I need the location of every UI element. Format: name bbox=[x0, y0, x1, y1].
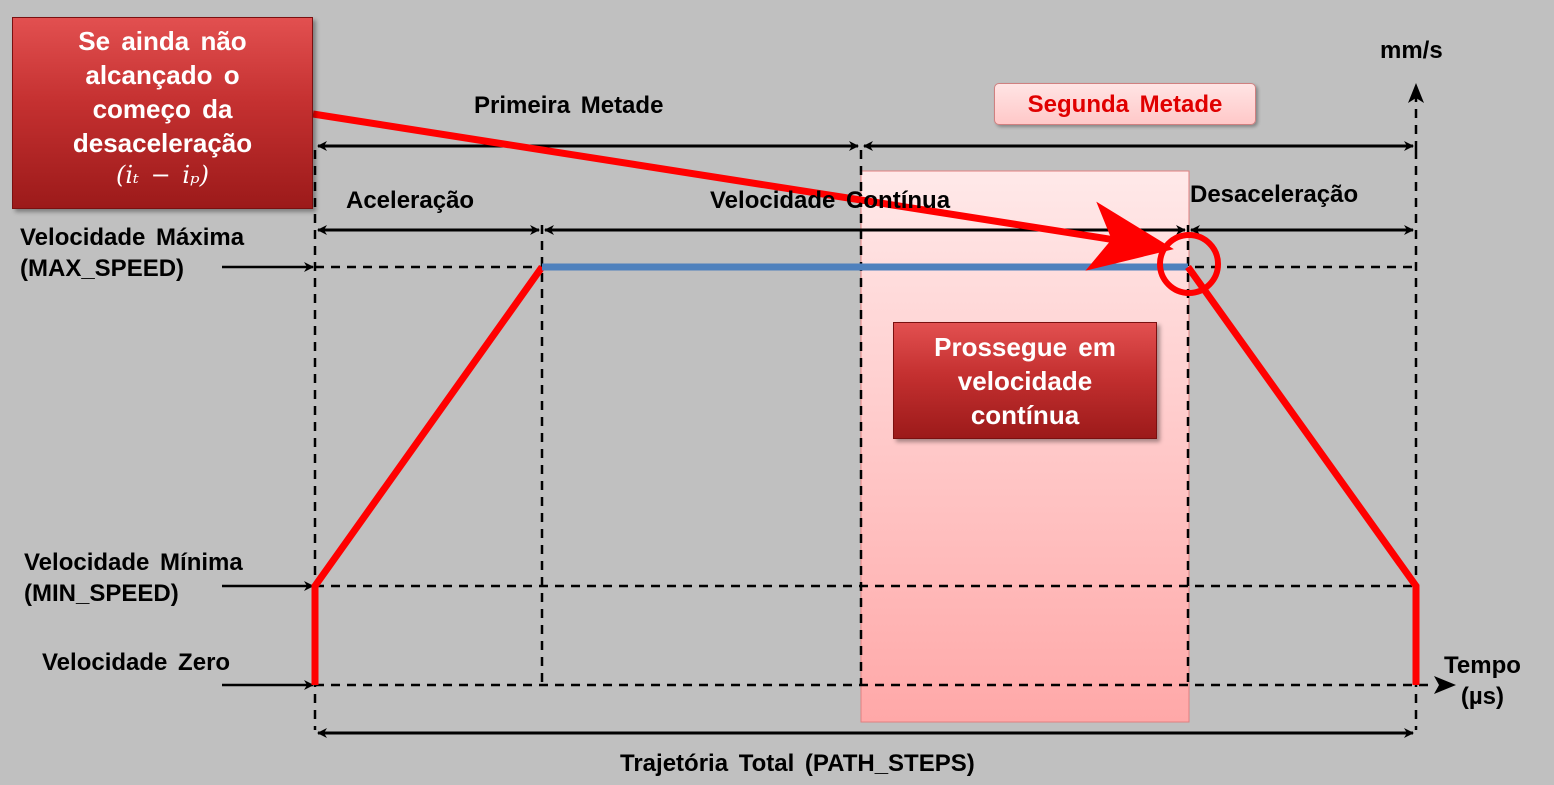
x-axis-label: Tempo (µs) bbox=[1444, 650, 1521, 712]
continuous-speed-box: Prossegue em velocidade contínua bbox=[893, 322, 1157, 439]
total-path-label: Trajetória Total (PATH_STEPS) bbox=[620, 750, 975, 777]
zero-speed-label: Velocidade Zero bbox=[42, 649, 231, 676]
callout-pointer-arrow bbox=[312, 110, 1174, 271]
continuous-box-line: contínua bbox=[970, 400, 1080, 430]
callout-line: começo da bbox=[92, 94, 233, 124]
min-speed-label-line2: (MIN_SPEED) bbox=[24, 580, 179, 608]
callout-line: alcançado o bbox=[85, 60, 240, 90]
x-axis-label-line1: Tempo bbox=[1444, 652, 1521, 679]
accel-profile-line bbox=[311, 264, 545, 685]
deceleration-label: Desaceleração bbox=[1190, 181, 1359, 208]
second-half-label: Segunda Metade bbox=[994, 83, 1256, 125]
callout-line: Se ainda não bbox=[78, 26, 247, 56]
min-speed-label-line1: Velocidade Mínima bbox=[24, 549, 243, 576]
time-axis-arrowhead bbox=[1434, 676, 1456, 694]
first-half-label: Primeira Metade bbox=[474, 92, 664, 119]
callout-formula: (iₜ − iₚ) bbox=[116, 161, 209, 189]
acceleration-label: Aceleração bbox=[346, 187, 475, 214]
y-axis-unit-label: mm/s bbox=[1380, 37, 1443, 64]
max-speed-label: Velocidade Máxima (MAX_SPEED) bbox=[20, 222, 244, 284]
continuous-speed-label: Velocidade Contínua bbox=[710, 187, 951, 214]
callout-line: desaceleração bbox=[72, 128, 253, 158]
continuous-box-line: Prossegue em bbox=[934, 332, 1116, 362]
max-speed-label-line1: Velocidade Máxima bbox=[20, 224, 245, 251]
continuous-box-line: velocidade bbox=[957, 366, 1093, 396]
max-speed-label-line2: (MAX_SPEED) bbox=[20, 255, 185, 283]
decel-profile-line bbox=[1185, 264, 1420, 685]
continuous-speed-highlight bbox=[860, 170, 1190, 723]
callout-box: Se ainda não alcançado o começo da desac… bbox=[12, 17, 313, 209]
min-speed-label: Velocidade Mínima (MIN_SPEED) bbox=[24, 547, 243, 609]
x-axis-label-line2: (µs) bbox=[1460, 683, 1505, 711]
